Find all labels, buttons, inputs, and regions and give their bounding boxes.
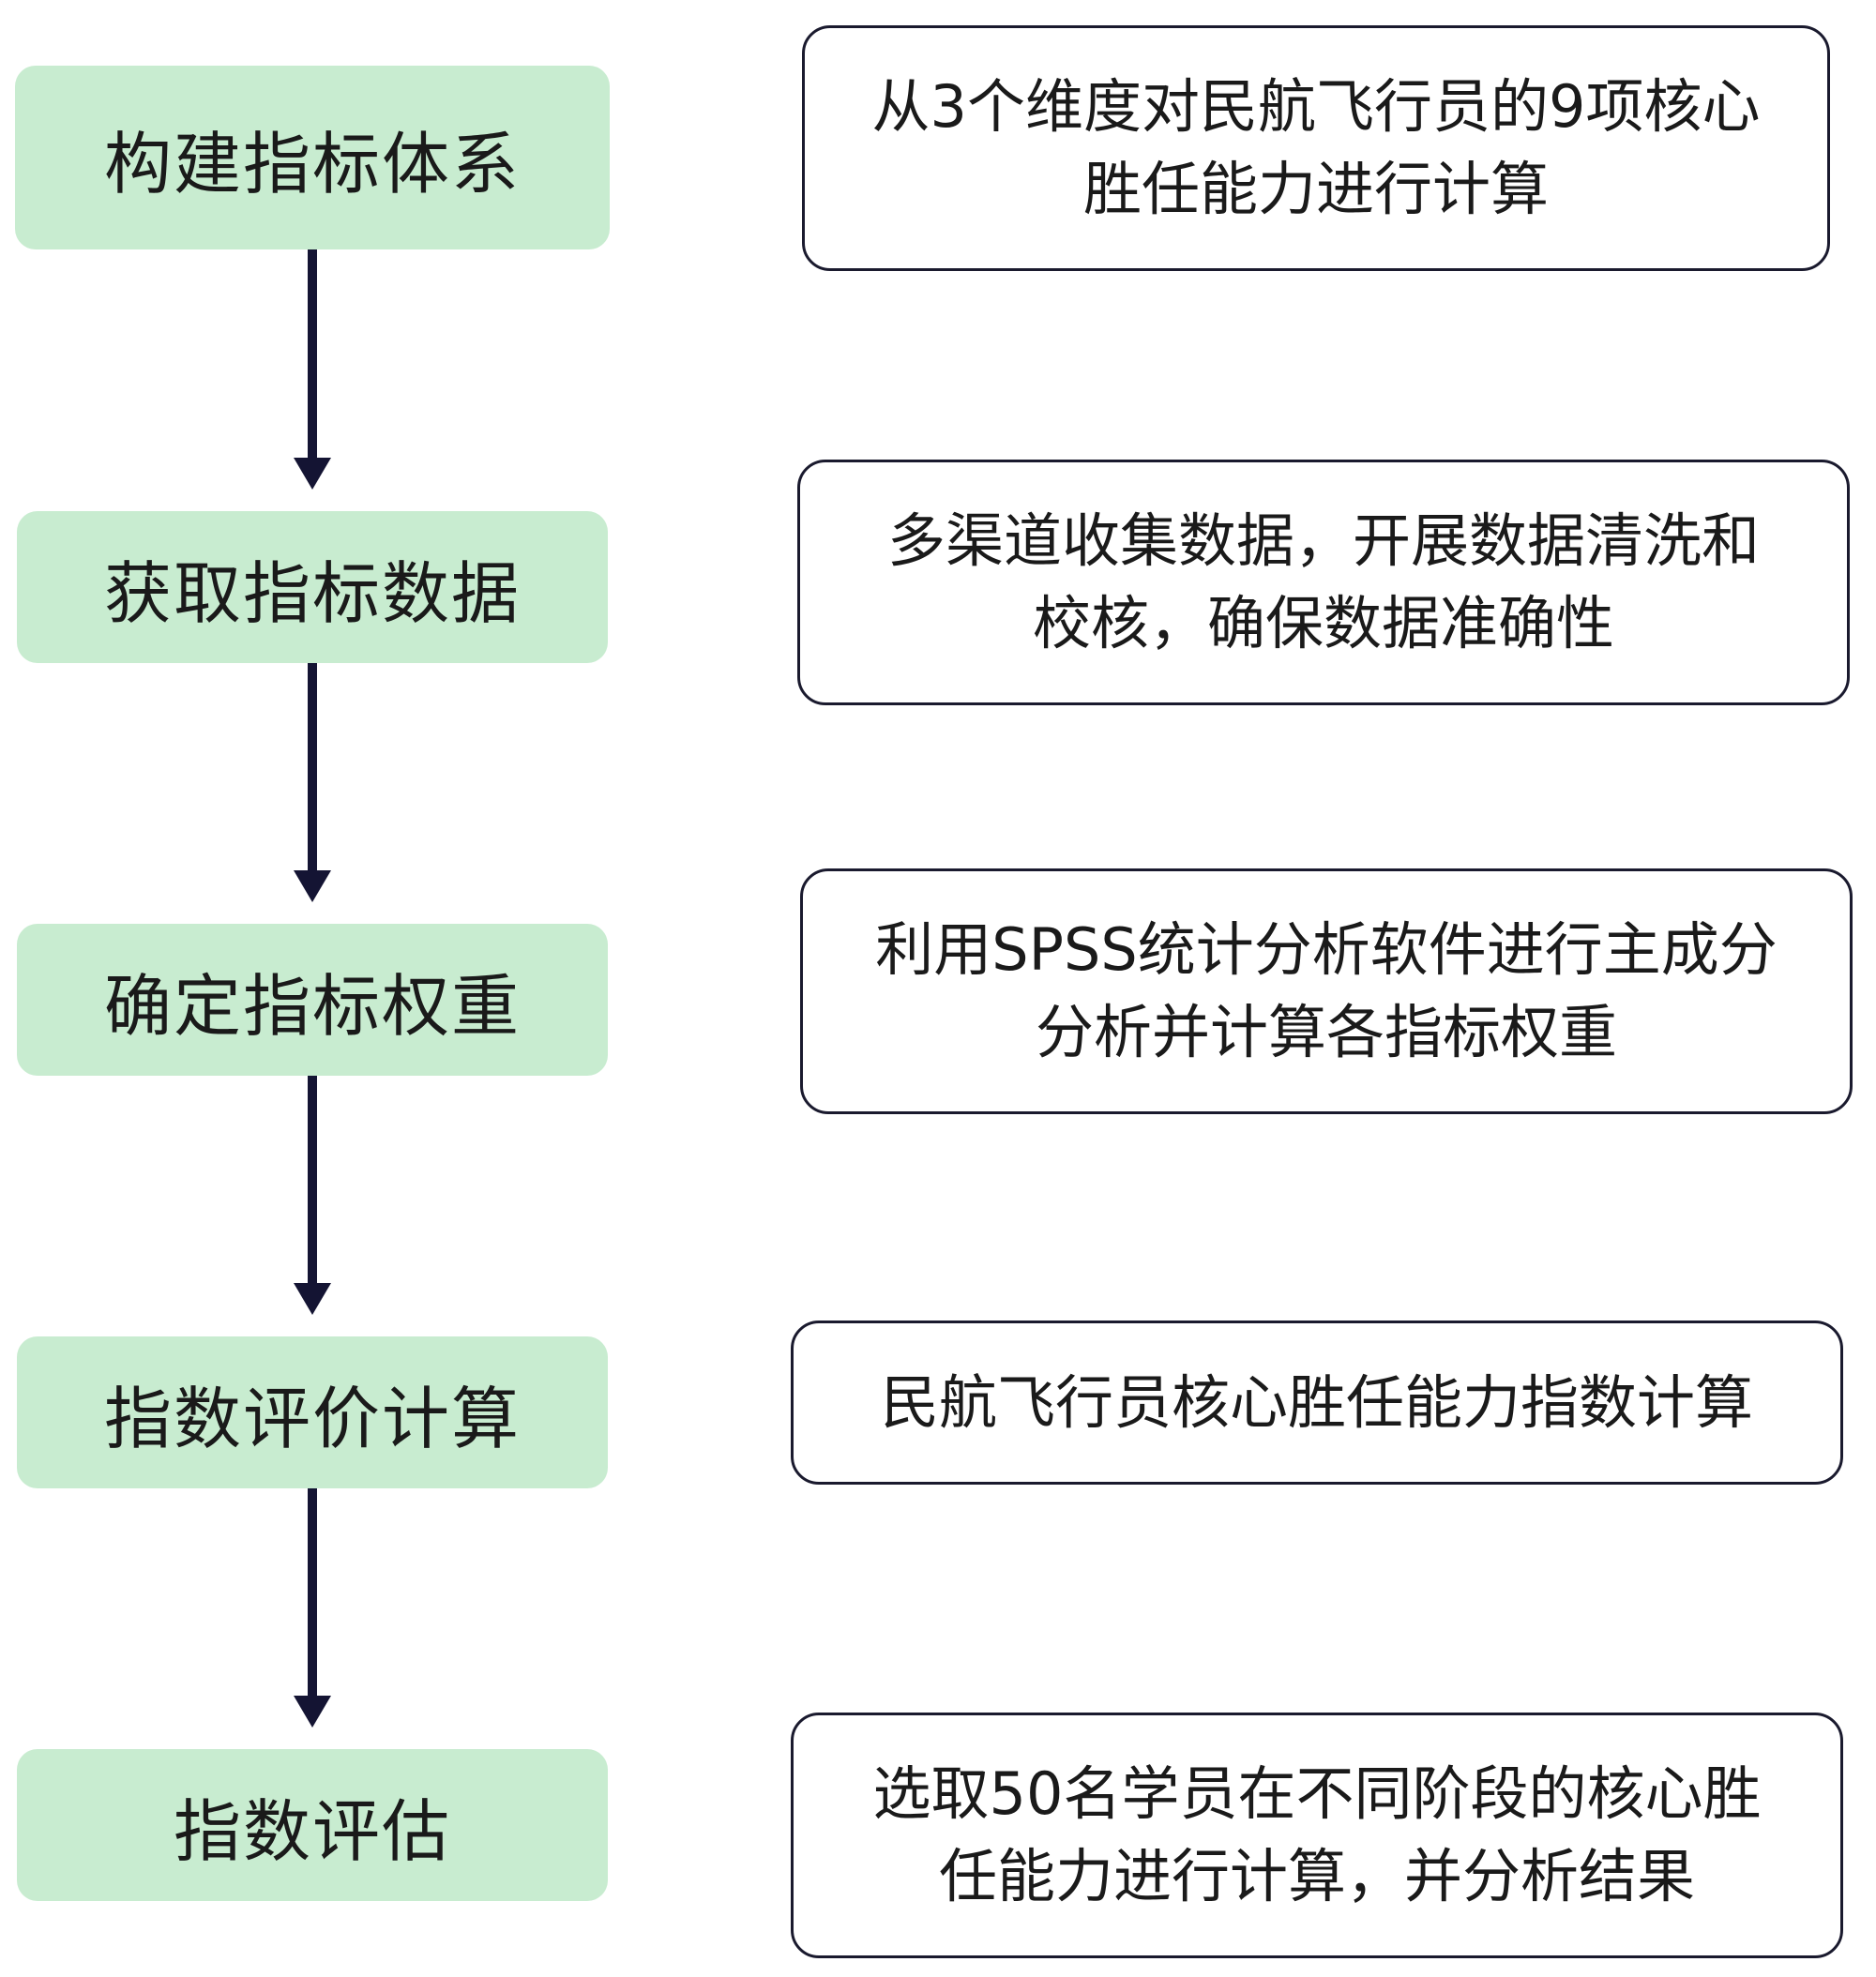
step-acquire-index-data: 获取指标数据 [17, 511, 608, 663]
description-box-2: 多渠道收集数据，开展数据清洗和 校核，确保数据准确性 [797, 460, 1850, 705]
arrow-3-head [294, 1283, 331, 1315]
step-index-evaluation-calculation: 指数评价计算 [17, 1336, 608, 1488]
description-line: 民航飞行员核心胜任能力指数计算 [880, 1367, 1753, 1437]
description-box-3: 利用SPSS统计分析软件进行主成分 分析并计算各指标权重 [800, 868, 1853, 1114]
step-build-index-system: 构建指标体系 [15, 66, 610, 249]
description-line: 任能力进行计算，并分析结果 [938, 1842, 1695, 1910]
step-index-assessment: 指数评估 [17, 1749, 608, 1901]
description-line: 分析并计算各指标权重 [1035, 998, 1617, 1066]
step-label: 获取指标数据 [103, 553, 521, 633]
description-line: 利用SPSS统计分析软件进行主成分 [875, 915, 1778, 984]
step-label: 指数评估 [173, 1791, 451, 1871]
description-box-1: 从3个维度对民航飞行员的9项核心 胜任能力进行计算 [802, 25, 1830, 271]
arrow-4-head [294, 1696, 331, 1728]
description-line: 选取50名学员在不同阶段的核心胜 [872, 1759, 1762, 1828]
description-box-5: 选取50名学员在不同阶段的核心胜 任能力进行计算，并分析结果 [791, 1713, 1843, 1958]
step-label: 构建指标体系 [103, 124, 521, 204]
arrow-2-head [294, 870, 331, 902]
step-label: 指数评价计算 [103, 1379, 521, 1458]
description-box-4: 民航飞行员核心胜任能力指数计算 [791, 1321, 1843, 1485]
description-line: 胜任能力进行计算 [1082, 155, 1549, 223]
arrow-1-head [294, 458, 331, 490]
step-determine-index-weights: 确定指标权重 [17, 924, 608, 1076]
description-line: 多渠道收集数据，开展数据清洗和 [886, 506, 1760, 575]
description-line: 校核，确保数据准确性 [1032, 589, 1614, 657]
description-line: 从3个维度对民航飞行员的9项核心 [871, 72, 1761, 141]
step-label: 确定指标权重 [103, 966, 521, 1046]
